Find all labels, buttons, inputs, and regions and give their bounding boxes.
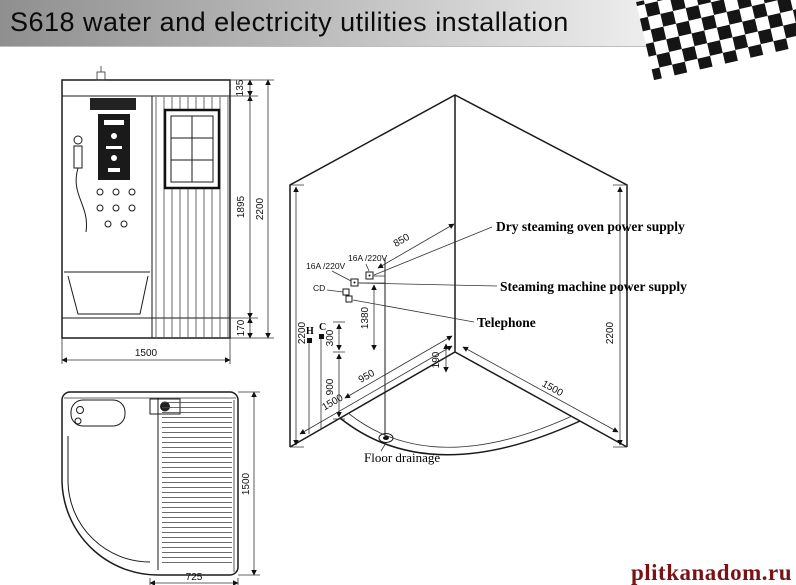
dim-1380: 1380 [360,306,371,329]
dim-950: 950 [357,368,377,386]
label-16a-right: 16A /220V [348,253,388,263]
plan-floor-slats [162,401,232,567]
checker-decoration [636,0,796,81]
dim-1500-depth: 1500 [241,472,252,495]
massage-jets [96,188,136,228]
watermark-text: plitkanadom.ru [630,560,792,585]
tray-inner-arc [347,412,573,448]
cold-water-point [319,334,324,339]
label-steam-machine: Steaming machine power supply [500,279,687,294]
label-floor-drainage: Floor drainage [364,450,440,465]
label-dry-oven: Dry steaming oven power supply [496,219,685,234]
outlet-left-pin [353,281,356,284]
control-display [104,120,124,125]
dim-135: 135 [235,79,246,96]
telephone-point-icon [345,295,353,303]
outlet-right-pin [368,274,371,277]
outlet-left-icon [350,278,359,287]
label-h: H [306,326,314,337]
iso-dim-ticks [290,184,627,448]
control-button [108,168,120,172]
isometric-view: 2200 2200 16A /220V 16A /220V CD Dry ste… [289,94,687,465]
dim-1500-width: 1500 [135,348,158,359]
shower-head [73,135,83,145]
shower-holder [73,145,83,169]
page-title: S618 water and electricity utilities ins… [10,7,569,37]
cd-leader [326,289,344,293]
plan-jet-1 [76,406,84,414]
dim-900: 900 [325,378,336,395]
hot-water-point [307,338,312,343]
water-pipes [308,339,322,434]
dim-300: 300 [325,329,336,346]
front-elevation-view: 135 1895 170 2200 1500 [61,66,274,364]
speaker-panel [90,98,136,110]
control-knob [111,133,117,139]
plan-tub-inner-contour [67,436,151,563]
label-c: C [319,322,326,333]
drain-leader [380,442,387,452]
dim-2200-front: 2200 [255,197,266,220]
dim-line-floor-950 [344,335,453,399]
plan-outline [61,391,239,576]
plan-inner-edges [64,397,236,572]
dim-line-floor-1500 [299,345,453,435]
dim-725: 725 [186,572,203,583]
label-cd: CD [313,283,325,293]
tray-front-arc [339,417,581,456]
plan-dim-extension-lines [149,391,260,585]
dim-170: 170 [236,319,247,336]
dim-2200-right-wall: 2200 [605,321,616,344]
dim-line-850 [377,223,455,269]
shower-hose [75,167,88,233]
floor-drain [378,433,394,443]
roof-detail [96,71,106,81]
cabin-outline [61,79,231,339]
plan-jet-2 [74,417,82,425]
dim-1895: 1895 [236,195,247,218]
control-slot [106,146,122,149]
floor-drain-center [383,436,389,440]
tub-front [64,271,150,315]
dim-line-right-1500 [462,346,619,433]
dim-190: 190 [431,351,442,368]
dim-2200-left-wall: 2200 [297,321,308,344]
cd-point-icon [342,288,350,296]
dim-850: 850 [392,232,412,250]
plan-view: 1500 725 [61,391,260,585]
label-16a-left: 16A /220V [306,261,346,271]
window-grid [171,116,213,182]
label-telephone: Telephone [477,315,536,330]
outlet-right-icon [365,271,374,280]
control-knob2 [111,155,117,161]
plan-pillow [70,399,126,427]
